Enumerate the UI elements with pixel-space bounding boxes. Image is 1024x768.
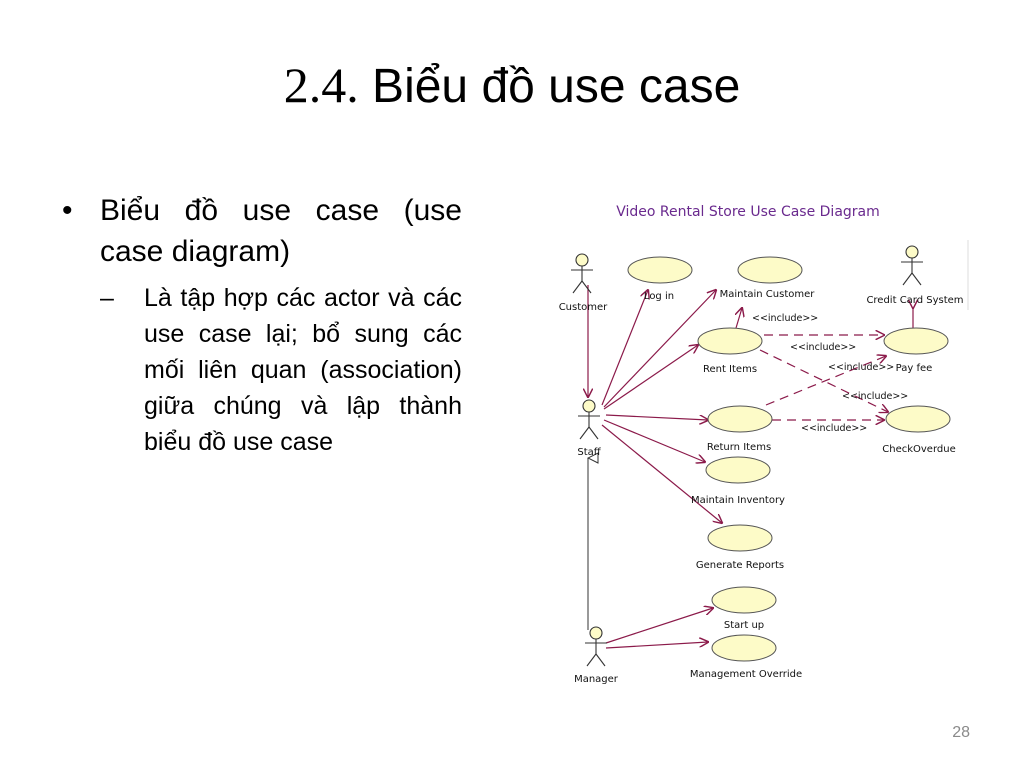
page-number: 28 [952,724,970,741]
association-staff-login [601,290,648,406]
management-override-label: Management Override [690,669,802,680]
actor-staff [578,399,600,440]
actor-credit-card-system [901,245,923,286]
title-number: 2.4. [283,57,359,113]
include-label-rent-customer: <<include>> [752,313,818,324]
include-label-return-payfee: <<include>> [828,362,894,373]
association-staff-reports [601,424,722,523]
dash-marker: – [100,284,114,312]
association-staff-inventory [603,419,705,462]
actor-credit-card-label: Credit Card System [866,295,963,306]
actor-customer [571,253,593,294]
include-label-rent-checkoverdue: <<include>> [842,391,908,402]
maintain-customer-label: Maintain Customer [720,289,816,300]
use-case-maintain-customer [737,256,803,284]
rent-items-label: Rent Items [703,364,757,375]
use-case-management-override [711,634,777,662]
pay-fee-label: Pay fee [896,363,933,374]
use-case-return-items [707,405,773,433]
include-return-payfee-line [765,356,886,406]
check-overdue-label: CheckOverdue [882,444,955,455]
actor-manager-label: Manager [574,674,619,685]
actor-manager [585,626,607,667]
association-staff-maintain-customer [603,290,716,408]
associations [588,285,913,649]
maintain-inventory-label: Maintain Inventory [691,495,785,506]
actor-staff-label: Staff [577,447,601,458]
use-case-start-up [711,586,777,614]
title-text: Biểu đồ use case [372,60,741,113]
include-label-return-checkoverdue: <<include>> [801,423,867,434]
use-case-pay-fee [883,327,949,355]
use-case-generate-reports [707,524,773,552]
association-staff-rent [603,345,698,410]
bullet-level-2: – Là tập hợp các actor và các use case l… [100,280,462,460]
association-manager-startup [605,608,713,644]
bullet-level-1: • Biểu đồ use case (use case diagram) [62,190,462,272]
use-case-rent-items [697,327,763,355]
association-manager-override [605,642,708,649]
use-case-maintain-inventory [705,456,771,484]
use-case-log-in [627,256,693,284]
include-label-rent-payfee: <<include>> [790,342,856,353]
sub-bullet-text: Là tập hợp các actor và các use case lại… [144,284,462,456]
include-relations [759,335,888,420]
association-rent-maintain-customer [736,308,742,329]
start-up-label: Start up [724,620,764,631]
return-items-label: Return Items [707,442,771,453]
bullet-text: Biểu đồ use case (use case diagram) [100,194,462,268]
use-case-shapes [627,256,951,662]
slide-title: 2.4. Biểu đồ use case [0,58,1024,114]
bullet-marker: • [62,194,73,227]
diagram-canvas: Video Rental Store Use Case Diagram < [559,204,969,685]
log-in-label: Log in [644,291,674,302]
include-rent-checkoverdue-line [759,349,888,412]
bullet-list: • Biểu đồ use case (use case diagram) – … [62,190,462,460]
use-case-check-overdue [885,405,951,433]
generate-reports-label: Generate Reports [696,560,784,571]
diagram-title: Video Rental Store Use Case Diagram [616,204,880,220]
association-staff-return [605,414,708,420]
use-case-diagram: Video Rental Store Use Case Diagram < [548,190,976,700]
actor-customer-label: Customer [559,302,608,313]
